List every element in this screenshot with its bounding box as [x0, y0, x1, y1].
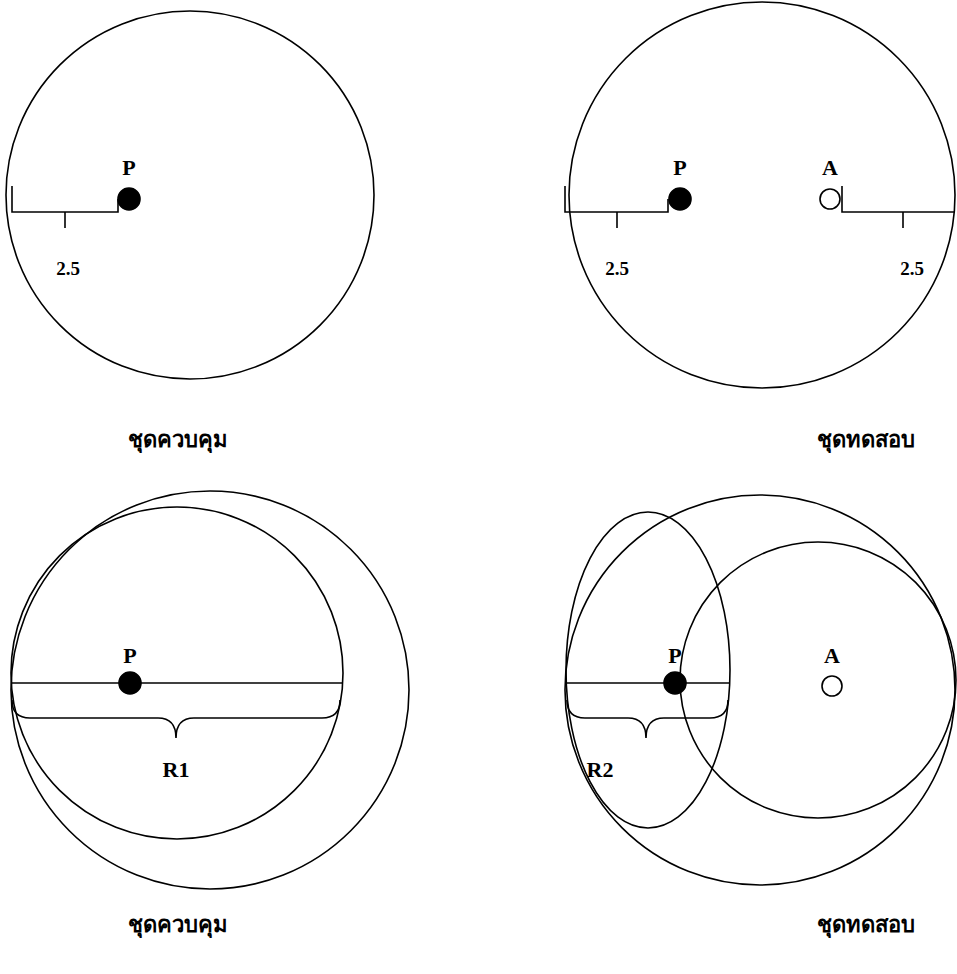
scale-bar — [565, 186, 668, 228]
range-circle — [680, 542, 956, 818]
point-p — [669, 188, 691, 210]
scale-bar — [842, 186, 955, 228]
range-label: R2 — [587, 759, 614, 781]
point-label: A — [824, 645, 840, 667]
panel-caption: ชุดทดสอบ — [817, 429, 915, 451]
point-label: P — [123, 645, 136, 667]
scale-value: 2.5 — [605, 259, 629, 278]
panel-caption: ชุดควบคุม — [128, 914, 228, 936]
arena-circle — [565, 495, 955, 885]
point-label: P — [673, 157, 686, 179]
scale-value: 2.5 — [900, 259, 924, 278]
point-a — [820, 189, 840, 209]
point-p — [664, 672, 686, 694]
diameter-line — [12, 682, 342, 684]
point-a — [822, 676, 842, 696]
brace — [567, 700, 728, 738]
point-p — [119, 672, 141, 694]
point-label: P — [668, 645, 681, 667]
range-circle — [11, 507, 343, 839]
scale-value: 2.5 — [56, 259, 80, 278]
range-ellipse — [566, 512, 730, 828]
arena-circle — [11, 491, 409, 889]
panel-caption: ชุดควบคุม — [128, 429, 228, 451]
scale-bar — [12, 186, 118, 228]
brace — [12, 700, 340, 738]
point-p — [118, 188, 140, 210]
point-label: P — [122, 157, 135, 179]
panel-caption: ชุดทดสอบ — [817, 914, 915, 936]
arena-circle — [569, 2, 955, 388]
point-label: A — [822, 157, 838, 179]
range-label: R1 — [163, 759, 190, 781]
diameter-line — [566, 682, 730, 684]
arena-circle — [6, 11, 374, 379]
